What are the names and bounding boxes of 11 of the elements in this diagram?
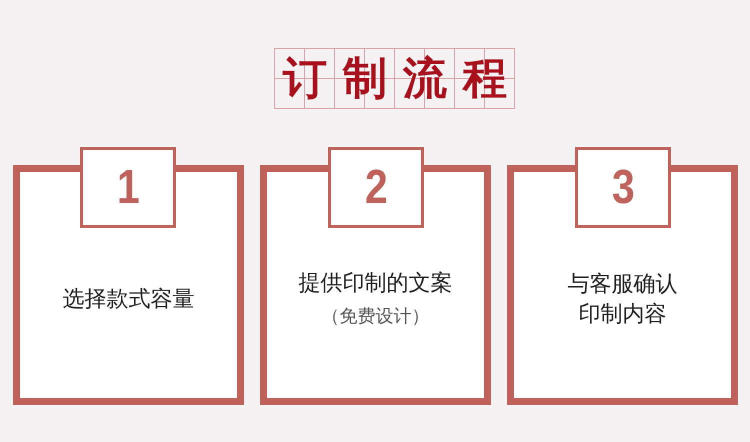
- step-note: （免费设计）: [322, 305, 430, 329]
- step-card: [260, 147, 491, 405]
- step-number: 2: [364, 164, 388, 212]
- step-text: 选择款式容量: [62, 286, 194, 314]
- step-card: [13, 147, 244, 405]
- step-number: 1: [116, 164, 140, 212]
- step-card: [507, 147, 738, 405]
- step-number: 3: [612, 164, 634, 212]
- step-text: 提供印制的文案: [298, 270, 452, 298]
- step-text: 与客服确认印制内容: [566, 271, 678, 329]
- title: 订制流程: [274, 48, 515, 109]
